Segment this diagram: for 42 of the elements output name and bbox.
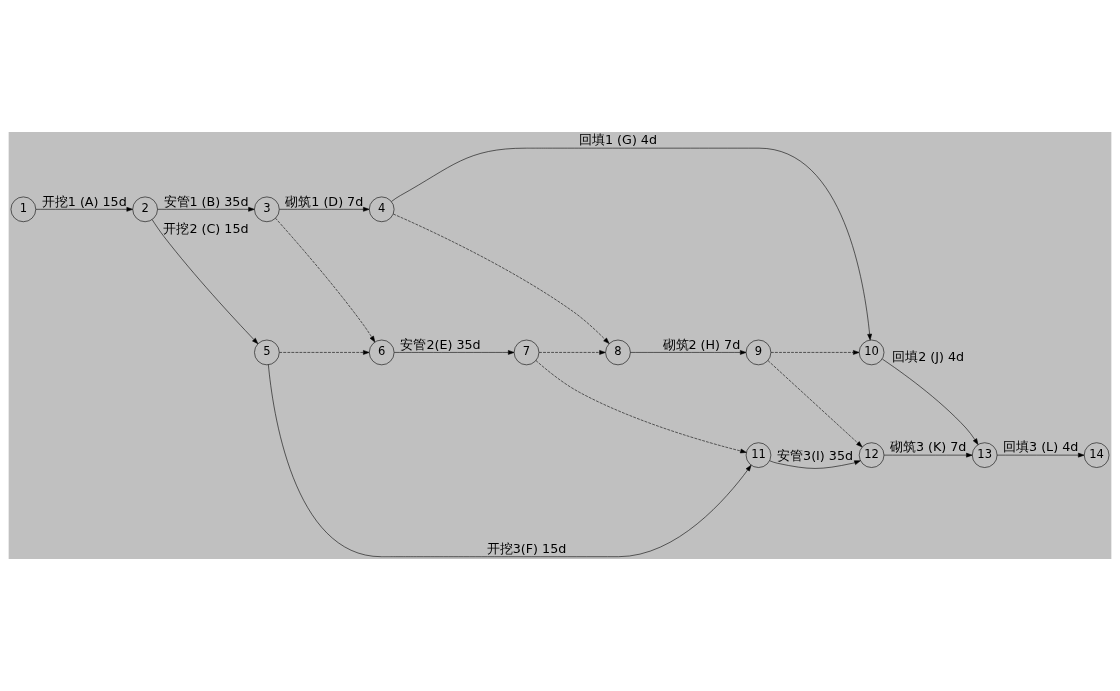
node-circle: 1 <box>10 196 37 222</box>
arrow <box>35 207 133 212</box>
arrow <box>394 350 515 355</box>
arrow <box>268 364 752 557</box>
arrow <box>279 350 370 355</box>
arrow <box>535 360 747 454</box>
edge-label: 安管2(E) 35d <box>400 336 481 352</box>
arrow <box>883 452 973 458</box>
node-circle: 10 <box>858 339 885 366</box>
edge-label: 开挖1 (A) 15d <box>41 193 127 209</box>
edge-label: 砌筑3 (K) 7d <box>889 439 967 455</box>
edge-label: 回填3 (L) 4d <box>1003 439 1079 455</box>
node-circle: 2 <box>132 196 158 222</box>
node-circle: 3 <box>254 196 280 222</box>
arrow <box>767 360 863 448</box>
node-circle: 9 <box>745 339 772 366</box>
edge-label: 开挖3(F) 15d <box>486 541 567 556</box>
edge-label: 开挖2 (C) 15d <box>163 220 249 236</box>
arrow <box>996 452 1085 458</box>
edge-label: 砌筑2 (H) 7d <box>662 336 741 352</box>
arrow <box>393 213 610 344</box>
arrow <box>279 207 370 212</box>
edge-label: 回填2 (J) 4d <box>892 348 965 364</box>
edge-label: 回填1 (G) 4d <box>578 132 657 148</box>
edge-label: 砌筑1 (D) 7d <box>285 193 364 209</box>
arrow <box>391 147 872 341</box>
arrow <box>882 358 979 445</box>
arrow <box>770 350 860 355</box>
node-circle: 11 <box>745 442 772 468</box>
arrow <box>538 350 606 355</box>
arrow <box>275 217 376 343</box>
arrow <box>769 460 861 469</box>
node-circle: 13 <box>972 442 998 468</box>
node-circle: 14 <box>1083 442 1110 468</box>
edge-label: 安管3(I) 35d <box>777 447 854 463</box>
node-circle: 6 <box>369 339 395 366</box>
arrow <box>157 207 255 212</box>
arrow <box>630 350 747 355</box>
edge-label: 安管1 (B) 35d <box>163 193 249 209</box>
node-circle: 7 <box>513 339 540 366</box>
node-circle: 4 <box>369 196 395 222</box>
arrow <box>151 219 259 345</box>
